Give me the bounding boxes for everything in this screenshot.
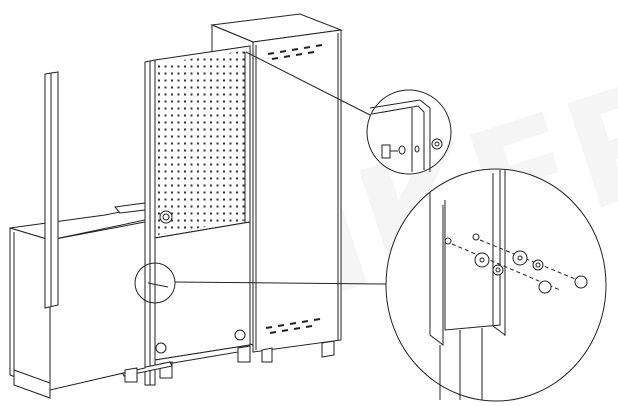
washer-icon	[398, 145, 406, 155]
washer-icon	[474, 252, 490, 268]
vent-slots-top	[267, 44, 323, 60]
detail-marker-circle	[134, 262, 176, 304]
bolt-icon	[381, 144, 391, 159]
pegboard-panel	[154, 45, 251, 275]
detail-view-top	[366, 89, 452, 175]
leader-line-bottom	[174, 281, 388, 285]
stud-icon	[444, 237, 452, 245]
nut-icon	[431, 138, 443, 150]
upright-strip	[44, 71, 59, 390]
low-cabinet	[9, 202, 146, 399]
screw-head-icon	[538, 280, 552, 294]
side-frame-strip	[144, 59, 156, 386]
pegboard-hook-icon	[159, 210, 173, 224]
leader-line-top	[245, 51, 371, 116]
vent-slots-bottom	[265, 318, 321, 334]
detail-view-bottom	[385, 168, 607, 402]
